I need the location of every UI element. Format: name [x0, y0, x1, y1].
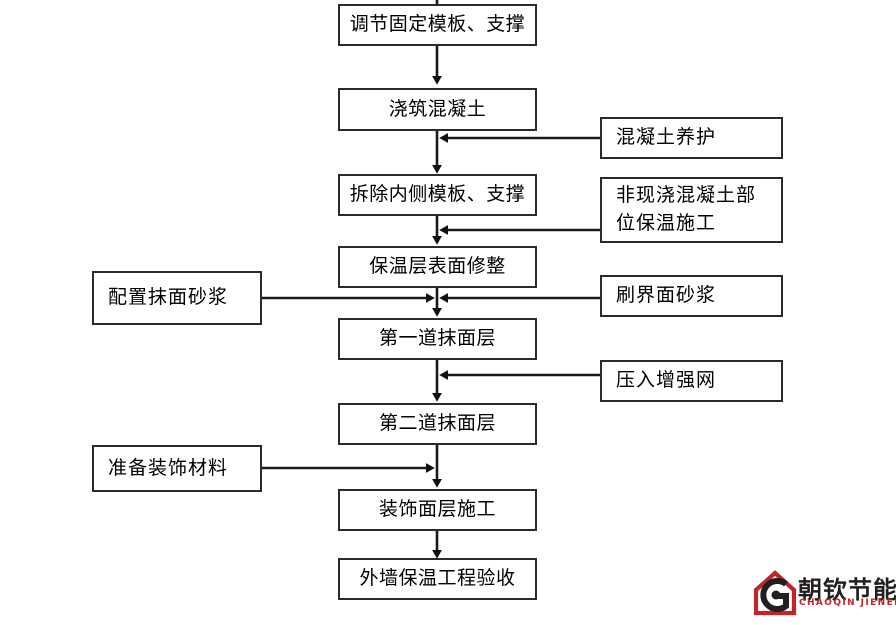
node-label: 保温层表面修整: [369, 255, 506, 278]
node-label: 拆除内侧模板、支撑: [349, 183, 526, 206]
node-concrete-curing[interactable]: 混凝土养护: [600, 117, 783, 159]
node-label: 准备装饰材料: [108, 456, 229, 479]
node-prepare-decorative-materials[interactable]: 准备装饰材料: [92, 445, 262, 492]
node-label: 外墙保温工程验收: [359, 567, 516, 590]
node-label: 配置抹面砂浆: [108, 286, 229, 309]
node-precast-concrete-insulation[interactable]: 非现浇混凝土部 位保温施工: [600, 177, 783, 243]
node-label: 第二道抹面层: [378, 412, 496, 435]
node-label: 装饰面层施工: [378, 498, 496, 521]
node-decorative-finish-construction[interactable]: 装饰面层施工: [338, 489, 537, 531]
node-label: 刷界面砂浆: [616, 284, 717, 307]
logo-company-name-cn: 朝钦节能: [798, 576, 896, 604]
node-pour-concrete[interactable]: 浇筑混凝土: [338, 88, 537, 131]
logo-company-name-pinyin: CHAOQIN JIENENG: [799, 598, 896, 608]
node-remove-inner-formwork[interactable]: 拆除内侧模板、支撑: [338, 174, 537, 216]
house-with-g-icon: [753, 570, 797, 616]
node-label: 调节固定模板、支撑: [349, 13, 526, 36]
node-insulation-surface-trim[interactable]: 保温层表面修整: [338, 246, 537, 288]
node-label: 非现浇混凝土部 位保温施工: [616, 184, 757, 234]
node-brush-interface-mortar[interactable]: 刷界面砂浆: [600, 275, 783, 317]
node-exterior-insulation-acceptance[interactable]: 外墙保温工程验收: [338, 558, 537, 600]
node-first-plaster-layer[interactable]: 第一道抹面层: [338, 318, 537, 360]
node-label: 浇筑混凝土: [388, 97, 487, 120]
node-adjust-fix-formwork[interactable]: 调节固定模板、支撑: [338, 4, 537, 46]
node-label: 混凝土养护: [616, 126, 717, 149]
company-logo: 朝钦节能 CHAOQIN JIENENG: [752, 568, 896, 622]
node-prepare-plastering-mortar[interactable]: 配置抹面砂浆: [92, 271, 262, 325]
node-second-plaster-layer[interactable]: 第二道抹面层: [338, 403, 537, 445]
node-label: 压入增强网: [616, 369, 717, 392]
node-press-reinforcing-mesh[interactable]: 压入增强网: [600, 360, 783, 402]
node-label: 第一道抹面层: [378, 327, 496, 350]
